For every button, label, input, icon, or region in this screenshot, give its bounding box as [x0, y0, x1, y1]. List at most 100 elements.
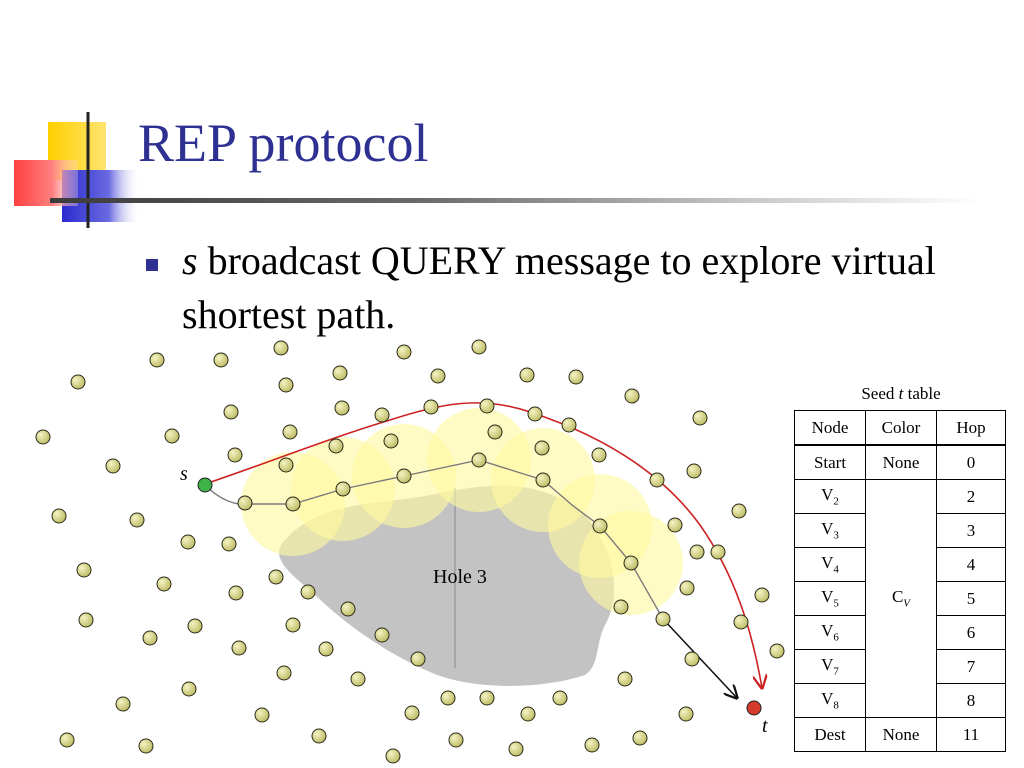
sensor-node: [51, 508, 67, 524]
sensor-node: [340, 601, 356, 617]
cell-hop: 7: [936, 649, 1006, 684]
sensor-node: [237, 495, 253, 511]
sensor-node: [624, 388, 640, 404]
sensor-node: [278, 377, 294, 393]
cell-node: V5: [794, 581, 866, 616]
sensor-node: [105, 458, 121, 474]
seed-table-caption: Seed t table: [796, 384, 1006, 404]
node-subscript: 8: [833, 699, 839, 712]
cell-node: V4: [794, 547, 866, 582]
sensor-node: [374, 407, 390, 423]
sensor-node: [180, 534, 196, 550]
node-base: V: [821, 621, 834, 641]
sensor-node: [754, 587, 770, 603]
sensor-node: [535, 472, 551, 488]
sensor-node: [678, 706, 694, 722]
caption-suffix: table: [903, 384, 941, 403]
sensor-node: [181, 681, 197, 697]
cell-hop: 0: [936, 444, 1006, 480]
bullet-var: s: [182, 238, 198, 283]
title-underline: [50, 198, 980, 203]
node-subscript: 4: [833, 563, 839, 576]
sensor-node: [149, 352, 165, 368]
sensor-node: [733, 614, 749, 630]
sensor-node: [731, 503, 747, 519]
sensor-node: [527, 406, 543, 422]
sensor-node: [479, 690, 495, 706]
cell-hop: 4: [936, 547, 1006, 582]
caption-prefix: Seed: [861, 384, 899, 403]
cell-node: V7: [794, 649, 866, 684]
cell-node: V2: [794, 479, 866, 514]
title-decoration: [14, 112, 140, 228]
node-base: V: [821, 519, 834, 539]
sensor-node: [142, 630, 158, 646]
sensor-node: [268, 569, 284, 585]
sensor-node: [129, 512, 145, 528]
sensor-node: [115, 696, 131, 712]
network-diagram: Hole 3 s t: [35, 339, 785, 764]
sensor-node: [282, 424, 298, 440]
header-node: Node: [794, 410, 866, 446]
sensor-node: [285, 617, 301, 633]
sensor-node: [187, 618, 203, 634]
sensor-node: [561, 417, 577, 433]
sensor-node: [228, 585, 244, 601]
sensor-node: [584, 737, 600, 753]
sensor-node: [692, 410, 708, 426]
sensor-node: [318, 641, 334, 657]
sensor-node: [227, 447, 243, 463]
sensor-node: [300, 584, 316, 600]
source-label: s: [180, 463, 188, 485]
header-color: Color: [865, 410, 937, 446]
bullet-text: s broadcast QUERY message to explore vir…: [182, 234, 962, 342]
table-header-row: Node Color Hop: [794, 410, 1006, 446]
sensor-node: [332, 365, 348, 381]
sensor-node: [276, 665, 292, 681]
sensor-node: [667, 517, 683, 533]
sensor-node: [410, 651, 426, 667]
cell-hop: 8: [936, 683, 1006, 718]
sensor-node: [404, 705, 420, 721]
sensor-node: [430, 368, 446, 384]
sensor-node: [623, 555, 639, 571]
sensor-node: [592, 518, 608, 534]
node-base: V: [821, 485, 834, 505]
sensor-node: [70, 374, 86, 390]
node-subscript: 7: [833, 665, 839, 678]
sensor-node: [328, 438, 344, 454]
sensor-node: [479, 398, 495, 414]
sensor-node: [59, 732, 75, 748]
sensor-node: [617, 671, 633, 687]
sensor-node: [383, 433, 399, 449]
sensor-node: [156, 576, 172, 592]
node-base: V: [821, 587, 834, 607]
sensor-node: [520, 706, 536, 722]
cell-hop: 5: [936, 581, 1006, 616]
sensor-node: [534, 440, 550, 456]
target-node: [746, 700, 762, 716]
node-subscript: 6: [833, 631, 839, 644]
sensor-node: [655, 611, 671, 627]
cell-node: V3: [794, 513, 866, 548]
sensor-node: [335, 481, 351, 497]
bullet-body: broadcast QUERY message to explore virtu…: [182, 238, 936, 337]
sensor-node: [613, 599, 629, 615]
sensor-node: [213, 352, 229, 368]
hole-label: Hole 3: [433, 566, 487, 588]
cell-node: Dest: [794, 717, 866, 752]
sensor-node: [76, 562, 92, 578]
cell-color-merged: CV: [865, 479, 937, 718]
sensor-node: [552, 690, 568, 706]
sensor-node: [568, 369, 584, 385]
cell-color: None: [865, 444, 937, 480]
node-base: V: [821, 689, 834, 709]
cell-node: V6: [794, 615, 866, 650]
